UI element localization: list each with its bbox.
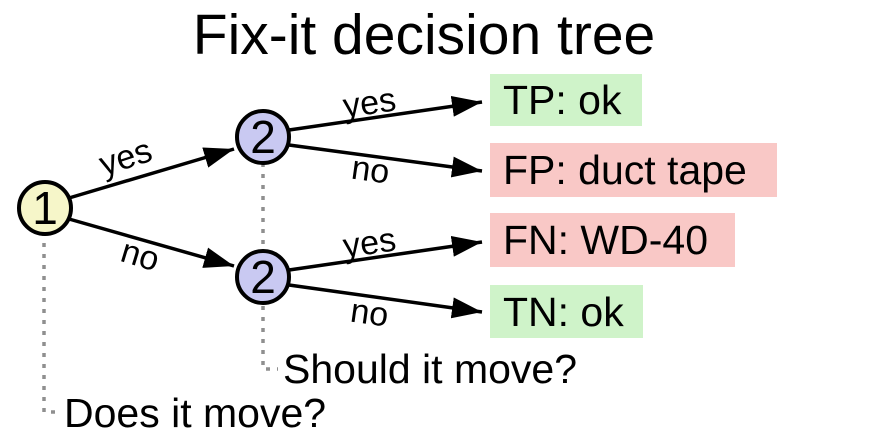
node-1-circle [17,180,73,236]
dashed-connector-root-question [42,232,59,414]
edge-upper-yes-line [288,95,483,132]
edge-upper-yes-label: yes [341,81,399,126]
edge-upper-no-line [288,143,483,178]
edge-root-no-label: no [117,232,164,279]
edge-root-no-line [68,217,235,268]
leaf-fp-label: FP: duct tape [503,147,747,193]
edge-lower-no-line [288,283,483,319]
edge-root-yes-line [68,147,235,200]
question-should-it-move: Should it move? [283,346,577,392]
node-2-upper-label: 2 [250,111,276,163]
dashed-connector-level2-question [261,163,278,371]
leaf-fp-box [490,143,777,197]
leaf-tn-label: TN: ok [503,289,624,335]
node-2-upper-circle [235,109,291,165]
question-does-it-move: Does it move? [64,390,326,436]
edge-upper-no-label: no [349,149,392,192]
leaf-tn-box [490,285,643,338]
edge-lower-yes-label: yes [341,221,399,266]
edge-lower-yes-line [288,235,483,272]
edge-lower-no-label: no [348,292,391,335]
node-2-lower-circle [235,249,291,305]
leaf-fn-label: FN: WD-40 [503,217,708,263]
node-2-lower-label: 2 [250,251,276,303]
leaf-tp-label: TP: ok [503,77,622,123]
leaf-fn-box [490,213,735,267]
leaf-tp-box [490,74,642,126]
diagram-title: Fix-it decision tree [193,3,656,67]
node-1-label: 1 [32,182,58,234]
